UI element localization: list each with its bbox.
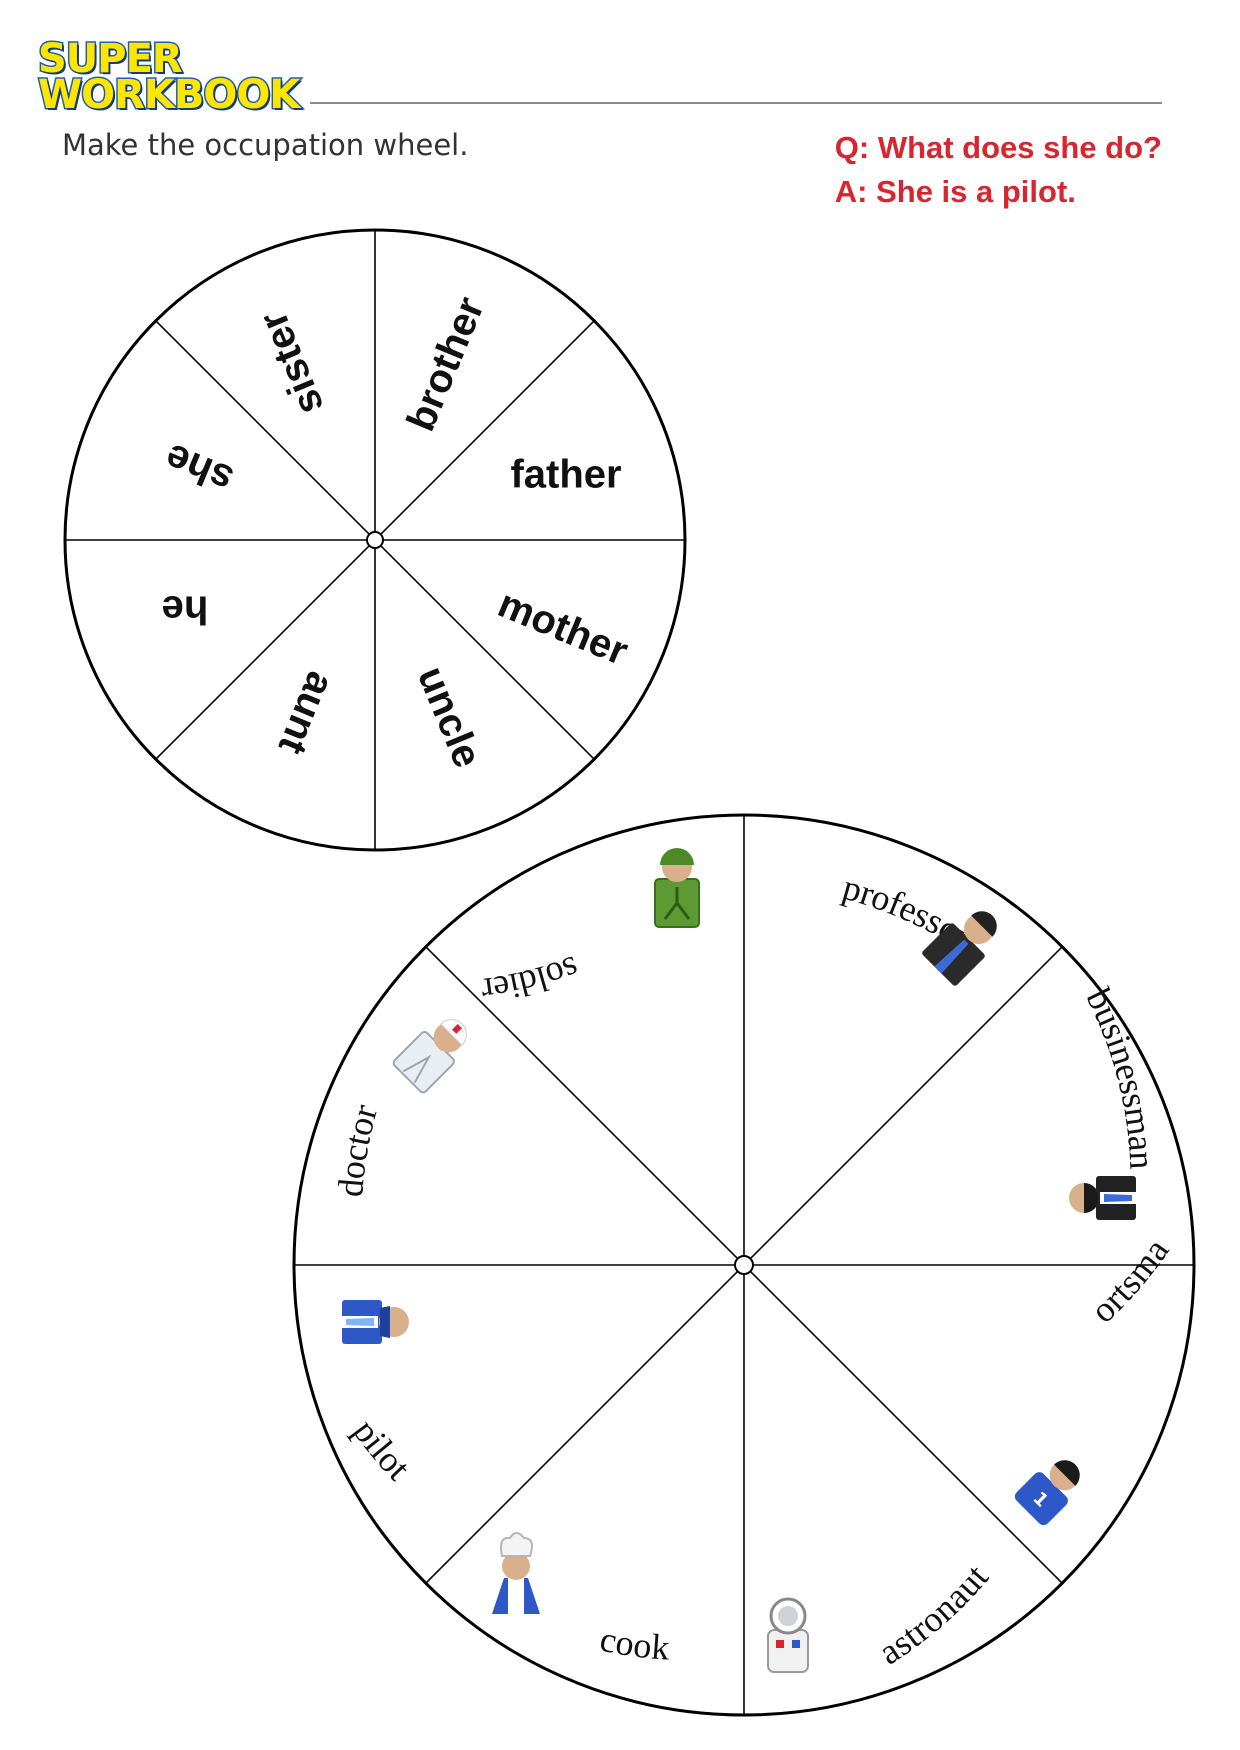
answer-text: A: She is a pilot. [834, 174, 1076, 209]
super-workbook-logo: SUPER WORKBOOK [36, 36, 301, 118]
family-wheel[interactable]: brother father mother uncle aunt he she … [63, 228, 687, 852]
logo-line-1: SUPER [36, 36, 184, 82]
doctor-icon [392, 1019, 467, 1094]
occupation-wheel[interactable]: professor businessman sportsman astronau… [0, 0, 1196, 1717]
pilot-icon [342, 1300, 409, 1344]
occupation-wheel-pin[interactable] [734, 1255, 754, 1275]
family-wheel-pin[interactable] [366, 531, 384, 549]
astronaut-icon [767, 1597, 809, 1673]
question-answer-block: Q: What does she do? A: She is a pilot. [835, 126, 1162, 214]
logo-line-2: WORKBOOK [36, 72, 301, 118]
businessman-icon [1069, 1176, 1136, 1220]
soldier-icon [654, 848, 700, 928]
cook-icon [492, 1532, 540, 1614]
professor-icon [922, 911, 997, 986]
sportsman-icon: 1 [1014, 1460, 1080, 1526]
family-word-he: he [162, 587, 209, 631]
instruction-text: Make the occupation wheel. [62, 128, 469, 162]
family-word-father: father [510, 453, 621, 497]
question-text: Q: What does she do? [834, 130, 1162, 165]
header-divider [310, 102, 1162, 104]
